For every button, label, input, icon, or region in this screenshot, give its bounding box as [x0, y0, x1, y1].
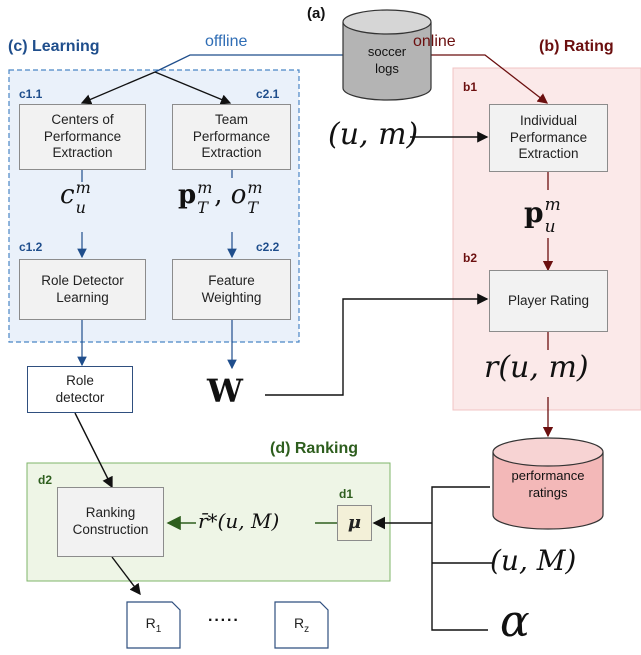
tag-b2: b2	[463, 251, 478, 265]
soccer-logs-database	[342, 9, 432, 101]
feature-weighting-box: Feature Weighting	[172, 259, 291, 320]
pu-sub: u	[544, 217, 556, 237]
outputs-ellipsis: ·····	[208, 612, 240, 629]
performance-ratings-label: performance ratings	[511, 468, 585, 500]
ranking-title: (d) Ranking	[270, 440, 358, 457]
rz-sub: z	[304, 623, 310, 635]
w-symbol: W	[207, 372, 243, 410]
individual-performance-box: Individual Performance Extraction	[489, 104, 608, 172]
c-base: c	[60, 180, 75, 210]
soccer-logs-label: soccer logs	[367, 44, 407, 76]
pT-sup: m	[197, 178, 213, 197]
r1-sub: 1	[155, 623, 162, 635]
um-input-symbol: (u, m)	[328, 117, 419, 152]
rating-title: (b) Rating	[539, 38, 614, 55]
rum-symbol: r(u, m)	[484, 350, 589, 385]
tag-c22: c2.2	[256, 240, 280, 254]
team-performance-box: Team Performance Extraction	[172, 104, 291, 170]
r1-document-icon	[126, 601, 181, 649]
performance-ratings-database	[492, 437, 604, 530]
w-to-b2-connector	[265, 293, 489, 396]
role-to-d2-arrow	[74, 412, 113, 489]
rz-letter: R	[293, 615, 305, 631]
tag-b1: b1	[463, 80, 478, 94]
offline-connector	[154, 54, 343, 73]
tag-c11: c1.1	[19, 87, 43, 101]
r1-label: R1	[127, 615, 180, 635]
pu-sup: m	[544, 195, 561, 215]
d2-to-r1-arrow	[111, 556, 141, 596]
oT-base: o	[230, 180, 247, 210]
online-label: online	[413, 33, 456, 50]
c-sub: u	[75, 198, 86, 217]
tag-d2: d2	[38, 473, 53, 487]
oT-sup: m	[247, 178, 263, 197]
oT-sub: T	[247, 198, 259, 217]
role-detector-box: Role detector	[27, 366, 133, 413]
role-detector-learning-box: Role Detector Learning	[19, 259, 146, 320]
offline-label: offline	[205, 33, 248, 50]
tag-c12: c1.2	[19, 240, 43, 254]
mu-box: μ	[337, 505, 372, 541]
rstar-symbol: r̄*(u, M)	[198, 509, 280, 533]
c-sup: m	[75, 178, 91, 197]
pT-sub: T	[197, 198, 208, 217]
pu-base: p	[524, 196, 544, 229]
comma-sep: ,	[214, 180, 231, 210]
ranking-construction-box: Ranking Construction	[57, 487, 164, 557]
tag-c21: c2.1	[256, 87, 280, 101]
pT-base: p	[178, 180, 197, 210]
rz-label: Rz	[275, 615, 328, 635]
inputs-bracket	[431, 486, 490, 631]
offline-split-right	[154, 71, 232, 105]
uM-input-symbol: (u, M)	[490, 544, 577, 577]
alpha-symbol: α	[500, 596, 530, 647]
panel-a-label: (a)	[307, 5, 326, 22]
tag-d1: d1	[339, 487, 354, 501]
centers-of-performance-box: Centers of Performance Extraction	[19, 104, 146, 170]
r1-letter: R	[145, 615, 156, 631]
rz-document-icon	[274, 601, 329, 649]
offline-split-left	[80, 71, 156, 105]
learning-title: (c) Learning	[8, 38, 100, 55]
player-rating-box: Player Rating	[489, 270, 608, 332]
